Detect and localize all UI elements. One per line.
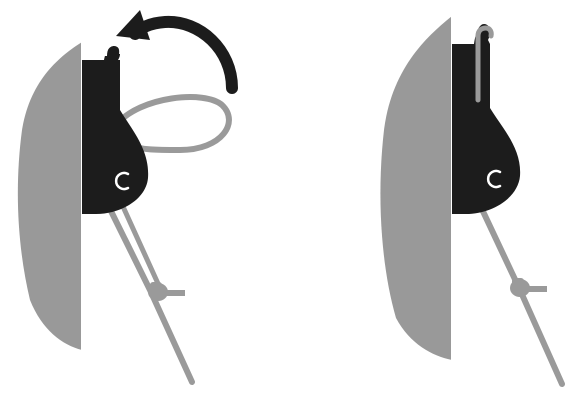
- cable-slider: [510, 278, 547, 297]
- earpiece-body: [452, 24, 521, 214]
- cable-lower-2: [117, 197, 163, 291]
- pivot-symbol: [114, 171, 130, 191]
- earpiece-body: [82, 46, 149, 214]
- ear-silhouette: [380, 16, 452, 360]
- cable-slider: [148, 282, 185, 301]
- ear-silhouette: [17, 42, 82, 350]
- earpiece-top-hook: [105, 42, 122, 57]
- panel-after: [380, 16, 565, 387]
- panel-before: [17, 10, 238, 385]
- earhook-hooked: [475, 25, 494, 103]
- pivot-symbol: [486, 169, 502, 189]
- curved-arrow-left-icon: [116, 10, 238, 94]
- earhook-loop-open: [113, 94, 232, 154]
